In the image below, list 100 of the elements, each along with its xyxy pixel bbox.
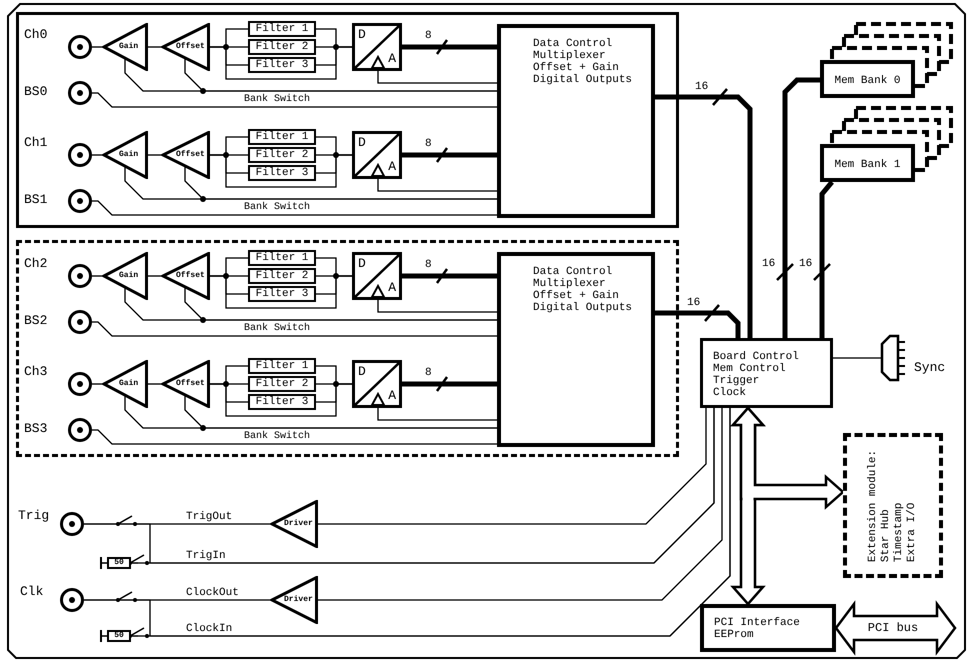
- node-label: Data Control: [533, 266, 614, 278]
- bus-line: [820, 180, 834, 338]
- filter-box: [248, 250, 316, 266]
- signal-line: [148, 383, 161, 385]
- plug-connector: [880, 334, 906, 382]
- node-label: Digital Outputs: [533, 302, 634, 314]
- memory-bank-box: [820, 60, 915, 98]
- node-label: Gain: [119, 42, 138, 52]
- connector-socket: [68, 372, 92, 396]
- signal-line: [377, 179, 497, 192]
- resistor-symbol: [100, 630, 138, 642]
- edge-label: TrigOut: [185, 511, 234, 523]
- node-label: Filter 3: [254, 396, 310, 408]
- connector-socket: [60, 588, 84, 612]
- signal-line: [92, 200, 497, 216]
- signal-line: [316, 275, 352, 295]
- signal-line: [148, 154, 161, 156]
- bus-line: [655, 310, 740, 338]
- node-label: D: [358, 257, 366, 271]
- node-label: Gain: [119, 271, 138, 281]
- signal-line: [92, 154, 102, 156]
- converter-box: [352, 23, 402, 71]
- converter-box: [352, 360, 402, 408]
- connector-label: Trig: [18, 509, 50, 523]
- connector-label: Ch2: [24, 257, 48, 271]
- connector-label: BS1: [24, 193, 48, 207]
- signal-line: [377, 408, 497, 421]
- node-label: Filter 3: [254, 59, 310, 71]
- node-label: Filter 3: [254, 288, 310, 300]
- node-label: Filter 2: [254, 378, 310, 390]
- signal-line: [184, 288, 497, 321]
- node-label: Extra I/O: [906, 501, 919, 562]
- node-label: Gain: [119, 150, 138, 160]
- module-frame: [16, 12, 679, 228]
- signal-line: [184, 59, 497, 92]
- signal-line: [148, 275, 161, 277]
- node-label: Offset: [176, 379, 205, 389]
- filter-box: [248, 394, 316, 410]
- signal-line: [92, 92, 497, 108]
- driver-triangle: [270, 576, 318, 624]
- signal-line: [316, 383, 352, 403]
- node-label: 50: [113, 557, 125, 569]
- bus-line: [402, 274, 497, 278]
- amplifier-triangle: [102, 23, 148, 71]
- signal-line: [318, 408, 707, 525]
- converter-box: [352, 252, 402, 300]
- connector-label: Sync: [914, 361, 946, 375]
- connector-socket: [68, 310, 92, 334]
- amplifier-triangle: [102, 360, 148, 408]
- interface-box: [700, 604, 836, 652]
- filter-box: [248, 286, 316, 302]
- control-block: [497, 24, 655, 218]
- driver-triangle: [270, 500, 318, 548]
- connector-socket: [68, 264, 92, 288]
- signal-line: [184, 396, 497, 429]
- bus-line: [402, 152, 497, 158]
- amplifier-triangle: [161, 23, 210, 71]
- connector-socket: [60, 512, 84, 536]
- signal-line: [184, 167, 497, 200]
- node-label: Offset + Gain: [533, 290, 620, 302]
- node-label: Offset: [176, 42, 205, 52]
- node-label: D: [358, 136, 366, 150]
- filter-box: [248, 57, 316, 73]
- connector-label: BS3: [24, 422, 48, 436]
- signal-line: [316, 154, 352, 174]
- signal-line: [377, 300, 497, 313]
- edge-label: TrigIn: [185, 550, 227, 562]
- node-label: A: [388, 281, 396, 295]
- node-label: 50: [113, 630, 125, 642]
- node-label: Filter 1: [254, 360, 310, 372]
- signal-line: [92, 383, 102, 385]
- filter-box: [248, 358, 316, 374]
- node-label: Digital Outputs: [533, 74, 634, 86]
- filter-box: [248, 268, 316, 284]
- bus-line: [782, 78, 820, 338]
- connector-label: Clk: [20, 585, 44, 599]
- signal-line: [92, 46, 102, 48]
- connector-label: Ch1: [24, 136, 48, 150]
- connector-label: Ch3: [24, 365, 48, 379]
- node-label: Data Control: [533, 38, 614, 50]
- node-label: Multiplexer: [533, 278, 607, 290]
- node-label: EEProm: [714, 629, 755, 641]
- signal-line: [92, 275, 102, 277]
- node-label: Mem Control: [713, 363, 787, 375]
- node-label: Clock: [713, 387, 748, 399]
- filter-box: [248, 21, 316, 37]
- node-label: Mem Bank 0: [833, 75, 902, 87]
- extension-module-box: [843, 433, 943, 578]
- node-label: Mem Bank 1: [833, 159, 902, 171]
- connector-label: Ch0: [24, 28, 48, 42]
- node-label: Filter 2: [254, 41, 310, 53]
- node-label: Offset: [176, 271, 205, 281]
- bus-line: [402, 382, 497, 386]
- node-label: Filter 2: [254, 149, 310, 161]
- edge-label: PCI bus: [866, 622, 920, 634]
- connector-label: BS0: [24, 85, 48, 99]
- connector-socket: [68, 81, 92, 105]
- node-label: Gain: [119, 379, 138, 389]
- double-arrow: [730, 406, 845, 510]
- node-label: Multiplexer: [533, 50, 607, 62]
